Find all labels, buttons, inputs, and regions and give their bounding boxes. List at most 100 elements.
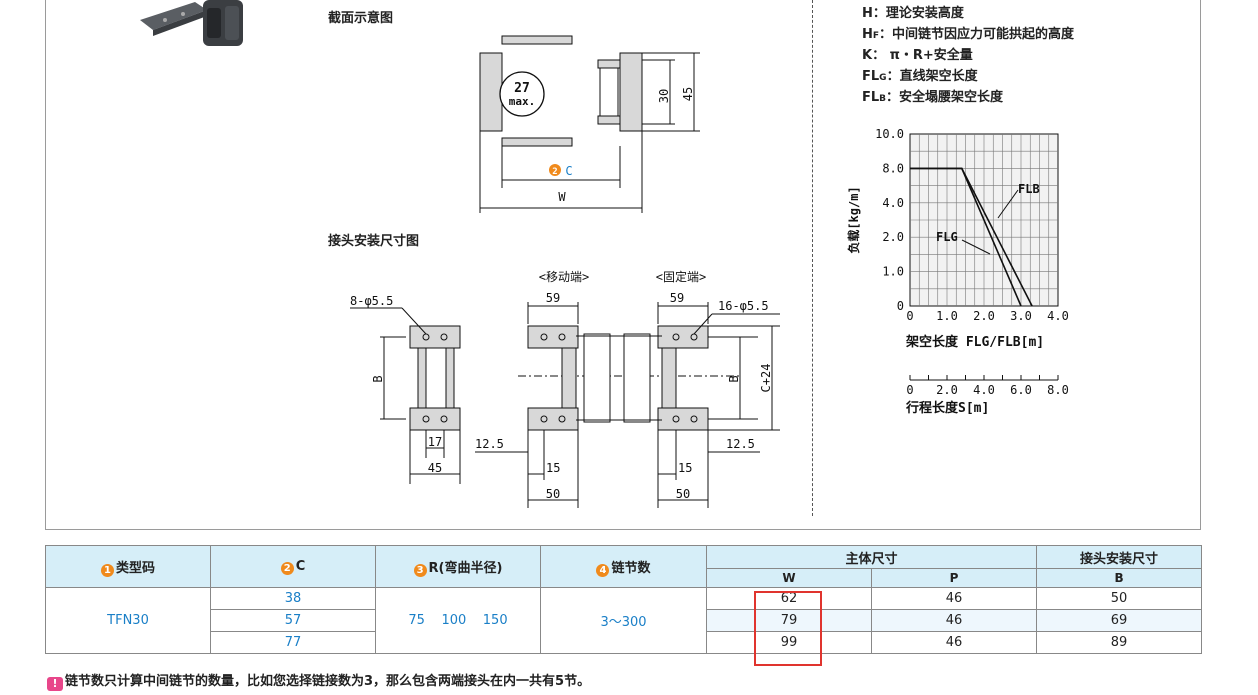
type-code-cell[interactable]: TFN30 bbox=[45, 587, 211, 654]
marker-2: 2 bbox=[552, 167, 557, 177]
label-b-left: B bbox=[371, 375, 385, 382]
label-b-right: B bbox=[727, 375, 741, 382]
x2-tick-label: 2.0 bbox=[936, 383, 958, 397]
header-mount-dims: 接头安装尺寸 bbox=[1036, 545, 1203, 569]
stroke-axis-label: 行程长度S[m] bbox=[905, 400, 989, 416]
header-main-dims: 主体尺寸 bbox=[705, 545, 1038, 569]
c-cell[interactable]: 57 bbox=[210, 609, 376, 632]
dim-50-right: 50 bbox=[676, 487, 690, 501]
legend-hf: HF：中间链节因应力可能拱起的高度 bbox=[862, 23, 1074, 42]
section-title: 截面示意图 bbox=[328, 11, 394, 26]
b-cell: 89 bbox=[1036, 631, 1203, 654]
moving-end-label: <移动端> bbox=[539, 270, 589, 284]
b-cell: 69 bbox=[1036, 609, 1203, 632]
legend-hf-text: ：中间链节因应力可能拱起的高度 bbox=[879, 27, 1075, 42]
w-cell: 79 bbox=[706, 609, 872, 632]
y-tick-label: 1.0 bbox=[882, 265, 904, 279]
legend-hf-sub: F bbox=[872, 31, 880, 41]
links-cell[interactable]: 3～300 bbox=[540, 587, 707, 654]
label-c: C bbox=[565, 164, 572, 178]
header-b: B bbox=[1036, 568, 1203, 588]
legend-h: H：理论安装高度 bbox=[862, 6, 964, 21]
w-column-highlight bbox=[754, 591, 822, 666]
fixed-end-label: <固定端> bbox=[656, 269, 706, 284]
legend-hf-main: H bbox=[862, 27, 873, 42]
max-number: 27 bbox=[514, 81, 530, 96]
dim-15-left: 15 bbox=[546, 461, 560, 475]
max-label: max. bbox=[509, 95, 536, 108]
table-row: TFN30 38 75 100 150 3～300 62 46 50 bbox=[45, 587, 1203, 654]
label-w: W bbox=[558, 190, 566, 204]
x2-tick-label: 6.0 bbox=[1010, 383, 1032, 397]
y-tick-label: 4.0 bbox=[882, 196, 904, 210]
legend-flb: FLB：安全塌腰架空长度 bbox=[862, 86, 1003, 105]
y-tick-label: 2.0 bbox=[882, 230, 904, 244]
p-cell: 46 bbox=[870, 631, 1038, 654]
dim-45: 45 bbox=[681, 87, 695, 101]
header-c-label: C bbox=[295, 558, 306, 574]
series-label-flg: FLG bbox=[936, 230, 958, 244]
dim-12-5-right: 12.5 bbox=[726, 437, 755, 451]
note-text: 链节数只计算中间链节的数量，比如您选择链接数为3，那么包含两端接头在内一共有5节… bbox=[65, 674, 591, 689]
x-tick-label: 3.0 bbox=[1010, 309, 1032, 323]
x-tick-label: 0 bbox=[906, 309, 913, 323]
legend-flb-main: FL bbox=[862, 90, 880, 105]
header-r-label: R(弯曲半径) bbox=[428, 560, 503, 576]
table-row: 77 99 46 89 bbox=[46, 631, 1203, 654]
note-icon: ! bbox=[47, 677, 63, 691]
header-w: W bbox=[706, 568, 872, 588]
legend-flg-main: FL bbox=[862, 69, 880, 84]
num-1: 1 bbox=[100, 563, 114, 577]
dim-17: 17 bbox=[428, 435, 442, 449]
p-cell: 46 bbox=[870, 587, 1038, 610]
dim-59-left: 59 bbox=[546, 291, 560, 305]
x-tick-label: 1.0 bbox=[936, 309, 958, 323]
table-row: 57 79 46 69 bbox=[46, 609, 1203, 632]
spec-frame bbox=[45, 0, 1201, 530]
dim-59-right: 59 bbox=[670, 291, 684, 305]
flg-pointer bbox=[961, 239, 991, 255]
legend-flg-sub: G bbox=[879, 73, 887, 83]
w-cell: 99 bbox=[706, 631, 872, 654]
header-p: P bbox=[870, 568, 1038, 588]
link-count-note: !链节数只计算中间链节的数量，比如您选择链接数为3，那么包含两端接头在内一共有5… bbox=[47, 670, 590, 691]
holes-left-label: 8-φ5.5 bbox=[350, 294, 393, 308]
y-tick-label: 8.0 bbox=[882, 161, 904, 175]
legend-k: K： π・R+安全量 bbox=[862, 48, 973, 63]
dim-30: 30 bbox=[657, 89, 671, 103]
c-cell[interactable]: 38 bbox=[210, 587, 376, 610]
legend-flb-sub: B bbox=[879, 94, 887, 104]
cross-section-diagram: 27 max. 30 45 2 C W bbox=[479, 35, 700, 213]
c-cell[interactable]: 77 bbox=[210, 631, 376, 654]
legend-flg-text: ：直线架空长度 bbox=[886, 69, 978, 84]
b-cell: 50 bbox=[1036, 587, 1203, 610]
header-type-label: 类型码 bbox=[115, 560, 155, 576]
x-tick-label: 4.0 bbox=[1047, 309, 1069, 323]
section-divider bbox=[812, 0, 813, 516]
num-2: 2 bbox=[280, 561, 294, 575]
series-label-flb: FLB bbox=[1018, 182, 1040, 196]
num-4: 4 bbox=[596, 563, 610, 577]
mounting-diagram: <移动端> <固定端> 8-φ5.5 B 17 45 59 59 16-φ5.5… bbox=[350, 269, 780, 508]
x2-tick-label: 4.0 bbox=[973, 383, 995, 397]
r-values-cell[interactable]: 75 100 150 bbox=[375, 587, 541, 654]
flb-pointer bbox=[997, 189, 1019, 219]
dim-12-5-left: 12.5 bbox=[475, 437, 504, 451]
dim-15-right: 15 bbox=[678, 461, 692, 475]
holes-right-label: 16-φ5.5 bbox=[718, 299, 769, 313]
label-c24: C+24 bbox=[759, 364, 773, 393]
y-axis-label: 负载[kg/m] bbox=[846, 186, 861, 253]
product-photo bbox=[140, 0, 243, 46]
dim-45-mount: 45 bbox=[428, 461, 442, 475]
x2-tick-label: 0 bbox=[906, 383, 913, 397]
x2-tick-label: 8.0 bbox=[1047, 383, 1069, 397]
x-axis-label: 架空长度 FLG/FLB[m] bbox=[905, 334, 1044, 350]
header-links-label: 链节数 bbox=[611, 560, 651, 576]
mount-title: 接头安装尺寸图 bbox=[328, 234, 420, 249]
